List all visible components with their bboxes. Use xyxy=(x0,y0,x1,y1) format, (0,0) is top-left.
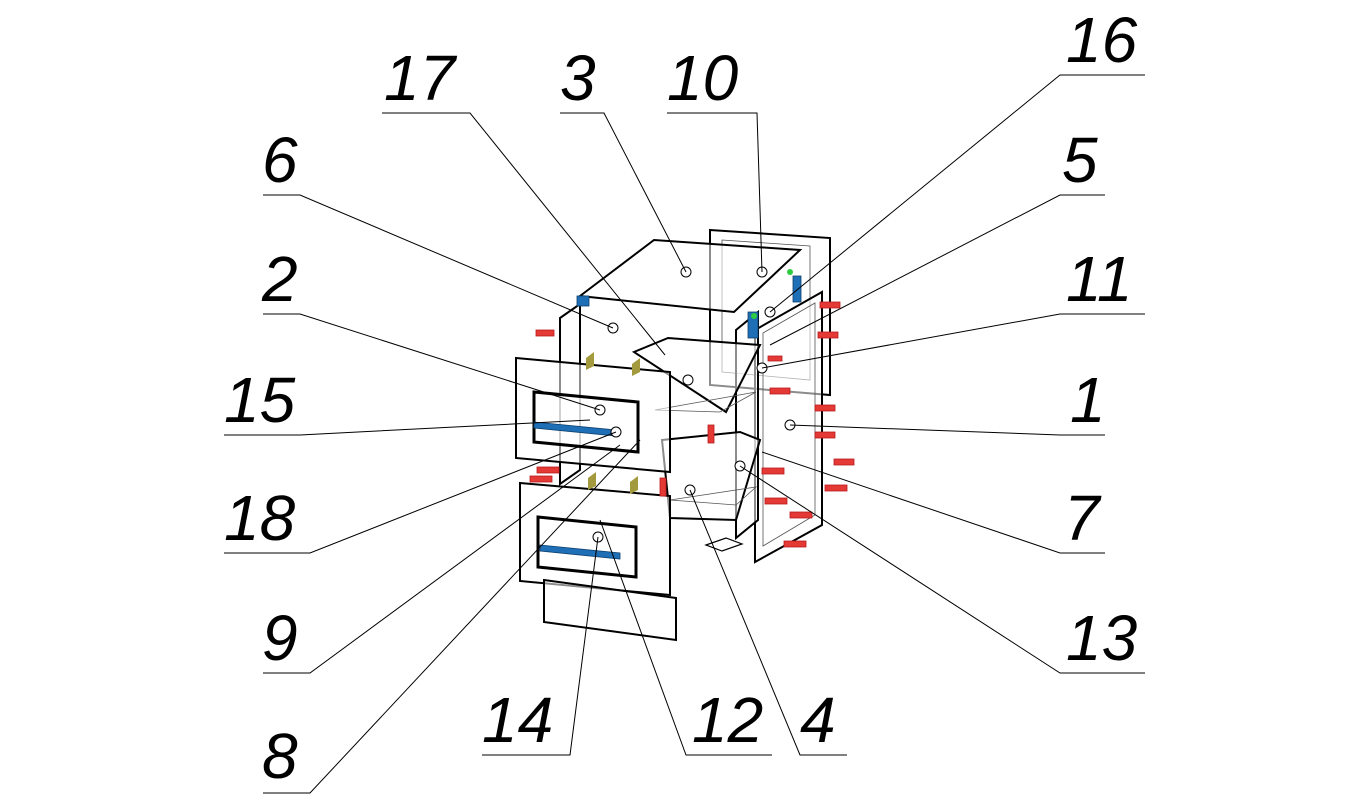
callout-10: 10 xyxy=(667,42,763,273)
callout-5: 5 xyxy=(769,124,1105,346)
callout-18: 18 xyxy=(224,431,617,554)
callout-11: 11 xyxy=(761,243,1145,369)
callout-label-16: 16 xyxy=(1066,4,1138,76)
callout-label-6: 6 xyxy=(262,124,298,196)
upper-drawer-box xyxy=(631,336,762,414)
callout-label-18: 18 xyxy=(224,482,296,554)
callout-label-5: 5 xyxy=(1062,124,1098,196)
callout-label-11: 11 xyxy=(1066,243,1132,315)
top-panel xyxy=(577,238,803,314)
callout-1: 1 xyxy=(789,364,1106,436)
callout-label-13: 13 xyxy=(1066,602,1138,674)
callout-13: 13 xyxy=(739,465,1145,674)
cam-fastener xyxy=(535,329,555,337)
callout-label-17: 17 xyxy=(384,42,458,114)
callout-9: 9 xyxy=(262,444,621,674)
callout-label-14: 14 xyxy=(482,684,553,756)
callout-label-4: 4 xyxy=(800,684,836,756)
callout-17: 17 xyxy=(382,42,666,356)
callout-8: 8 xyxy=(262,439,641,794)
callout-2: 2 xyxy=(261,243,601,411)
plinth xyxy=(543,578,677,642)
callout-16: 16 xyxy=(769,4,1145,313)
lower-handle xyxy=(539,544,621,560)
callout-label-8: 8 xyxy=(262,720,298,792)
callout-label-1: 1 xyxy=(1070,364,1106,436)
callout-6: 6 xyxy=(262,124,614,329)
callout-7: 7 xyxy=(761,451,1105,554)
cabinet-illustration xyxy=(515,228,855,642)
callout-4: 4 xyxy=(689,489,847,756)
callout-label-12: 12 xyxy=(692,684,763,756)
callout-label-15: 15 xyxy=(224,364,296,436)
callout-14: 14 xyxy=(482,536,599,756)
callout-12: 12 xyxy=(599,519,772,756)
callout-label-2: 2 xyxy=(261,243,298,315)
callout-label-3: 3 xyxy=(560,42,596,114)
callout-15: 15 xyxy=(224,364,591,436)
callout-label-10: 10 xyxy=(667,42,739,114)
callout-3: 3 xyxy=(560,42,687,273)
callout-label-7: 7 xyxy=(1064,482,1102,554)
callout-label-9: 9 xyxy=(262,602,298,674)
